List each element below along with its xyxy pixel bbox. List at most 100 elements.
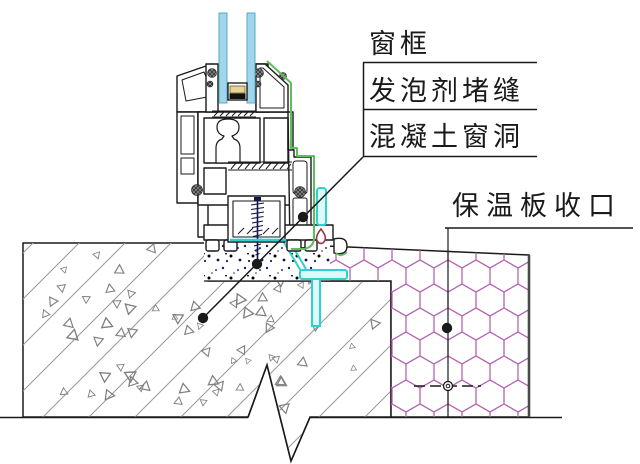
aggregate-triangle [124, 303, 138, 316]
aggregate-triangle [42, 308, 51, 319]
flashing-anchor-stem [311, 278, 321, 327]
screw-chamber-outer [227, 195, 286, 243]
gasket-bottom-left [191, 184, 203, 196]
glass-pane-right [246, 12, 256, 104]
aggregate-triangle [100, 316, 114, 329]
leader-dots [197, 211, 453, 334]
glazing-spacer-desiccant [229, 85, 246, 94]
sealant-drip-bead [315, 227, 327, 245]
aggregate-triangle [171, 313, 179, 320]
gasket-mid-left [206, 80, 214, 88]
flashing-horizontal-bar [299, 269, 348, 280]
gasket-bottom-right [294, 186, 306, 198]
aggregate-triangle [196, 322, 205, 331]
aggregate-triangle [151, 303, 161, 312]
aggregate-triangle [81, 295, 91, 305]
dot-window-frame [297, 211, 309, 223]
callout-leaders [202, 61, 633, 417]
closure-profile [333, 237, 348, 255]
aggregate-triangle [245, 357, 252, 365]
aggregate-triangle [93, 336, 105, 348]
aggregate-triangle [271, 355, 281, 365]
insulation-honeycomb-fill [326, 246, 529, 417]
aggregate-triangle [265, 322, 276, 334]
mid-band-ticks [230, 162, 292, 170]
concrete-hatch-fill [23, 243, 391, 461]
sill-flashing [279, 234, 348, 327]
aggregate-triangle [254, 305, 267, 317]
aggregate-triangle [111, 300, 122, 310]
gasket-top-right [254, 68, 264, 78]
dot-foam-sealant [251, 258, 263, 270]
aggregate-triangle [113, 263, 125, 274]
aggregate-triangle [59, 386, 69, 396]
left-column-chamber-2 [180, 157, 195, 175]
aggregate-triangle [126, 327, 139, 339]
aggregate-triangle [105, 282, 116, 294]
aggregate-triangle [59, 266, 68, 274]
glazing-bed-lines [212, 110, 256, 118]
keyhole-chamber [215, 118, 241, 164]
aggregate-triangle [183, 324, 195, 336]
label-concrete-opening: 混凝土窗洞 [369, 122, 524, 153]
chamber-b [263, 117, 289, 164]
anchor-circle-outer [442, 380, 454, 392]
aggregate-triangle [49, 296, 60, 308]
aggregate-triangle [128, 375, 140, 388]
gasket-top-left [207, 68, 217, 78]
sash-right-top [255, 63, 289, 113]
aggregate-triangle [145, 243, 157, 254]
aggregate-triangle [235, 344, 246, 356]
closure-green-accent [335, 251, 348, 257]
gasket-mid-right [254, 80, 262, 88]
aggregate-triangle [173, 395, 183, 406]
aggregate-triangle [235, 382, 245, 391]
aggregate-triangle [62, 316, 75, 329]
aggregate-triangle [115, 363, 125, 372]
aggregate-triangle [263, 389, 272, 399]
aggregate-triangle [211, 388, 220, 397]
label-window-frame: 窗框 [369, 29, 431, 60]
leader-diagonal [202, 156, 364, 319]
aggregate-triangle [265, 314, 275, 323]
double-glazing [218, 12, 256, 104]
aggregate-triangle [350, 364, 358, 371]
aggregate-triangle [190, 300, 202, 312]
aggregate-triangle [87, 389, 97, 398]
aggregate-triangle [257, 291, 269, 302]
aggregate-triangle [123, 371, 137, 384]
frame-outer-contour-green [266, 60, 315, 250]
glazing-bed-ticks [213, 111, 255, 117]
glazing-spacer-seal [229, 93, 246, 99]
insulation-edge-closure [333, 237, 348, 257]
aggregate-triangle [275, 375, 288, 387]
screw-chamber-ticks [237, 227, 279, 235]
aggregate-triangle [200, 346, 211, 358]
foam-joint-backer-rod [316, 187, 327, 226]
aggregate-triangle [272, 283, 282, 294]
aggregate-triangle [242, 306, 255, 319]
aggregate-triangle [199, 399, 208, 407]
aggregate-triangle [98, 371, 112, 384]
aggregate-triangle [235, 292, 248, 306]
aggregate-triangle [138, 379, 151, 392]
mid-band-lines [228, 161, 292, 171]
label-insulation-closure: 保温板收口 [452, 191, 622, 222]
aggregate-triangle [296, 281, 304, 289]
aggregate-triangle [178, 382, 191, 394]
aggregate-triangle [213, 380, 225, 393]
aggregate-triangle [104, 388, 116, 401]
aggregate-triangle [207, 374, 220, 386]
aggregate-triangle [348, 342, 356, 349]
anchor-circle-inner [445, 383, 451, 389]
aggregate-triangle [296, 355, 308, 367]
anchor-centerline-symbol [414, 380, 481, 392]
dot-insulation-closure [441, 322, 453, 334]
aggregate-triangle [230, 356, 238, 365]
aggregate-triangle [277, 402, 290, 415]
label-foam-sealant: 发泡剂堵缝 [369, 76, 524, 107]
frame-foot-1 [205, 239, 220, 252]
aggregate-triangle [56, 283, 67, 294]
